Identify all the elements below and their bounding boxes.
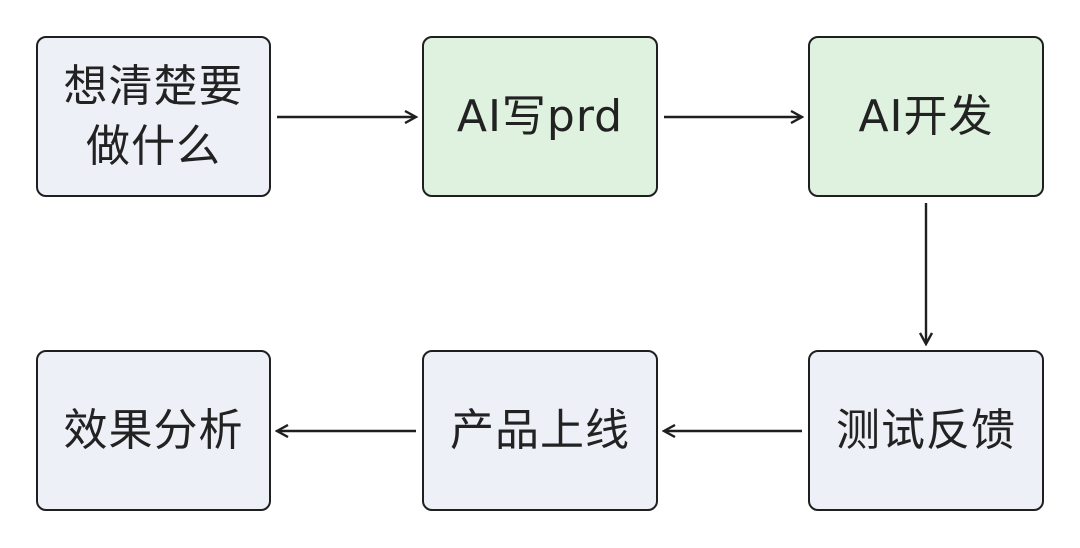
node-plan-what-to-do: 想清楚要 做什么 (36, 36, 271, 197)
node-ai-write-prd: AI写prd (422, 36, 658, 197)
node-label: 想清楚要 做什么 (63, 61, 244, 172)
node-ai-develop: AI开发 (808, 36, 1044, 197)
node-product-launch: 产品上线 (422, 350, 658, 511)
node-test-feedback: 测试反馈 (808, 350, 1044, 511)
node-label: 效果分析 (63, 404, 244, 456)
node-label: 产品上线 (450, 404, 630, 456)
node-label: 测试反馈 (836, 404, 1016, 456)
node-label: AI开发 (858, 90, 994, 142)
node-effect-analysis: 效果分析 (36, 350, 271, 511)
node-label: AI写prd (456, 90, 624, 142)
